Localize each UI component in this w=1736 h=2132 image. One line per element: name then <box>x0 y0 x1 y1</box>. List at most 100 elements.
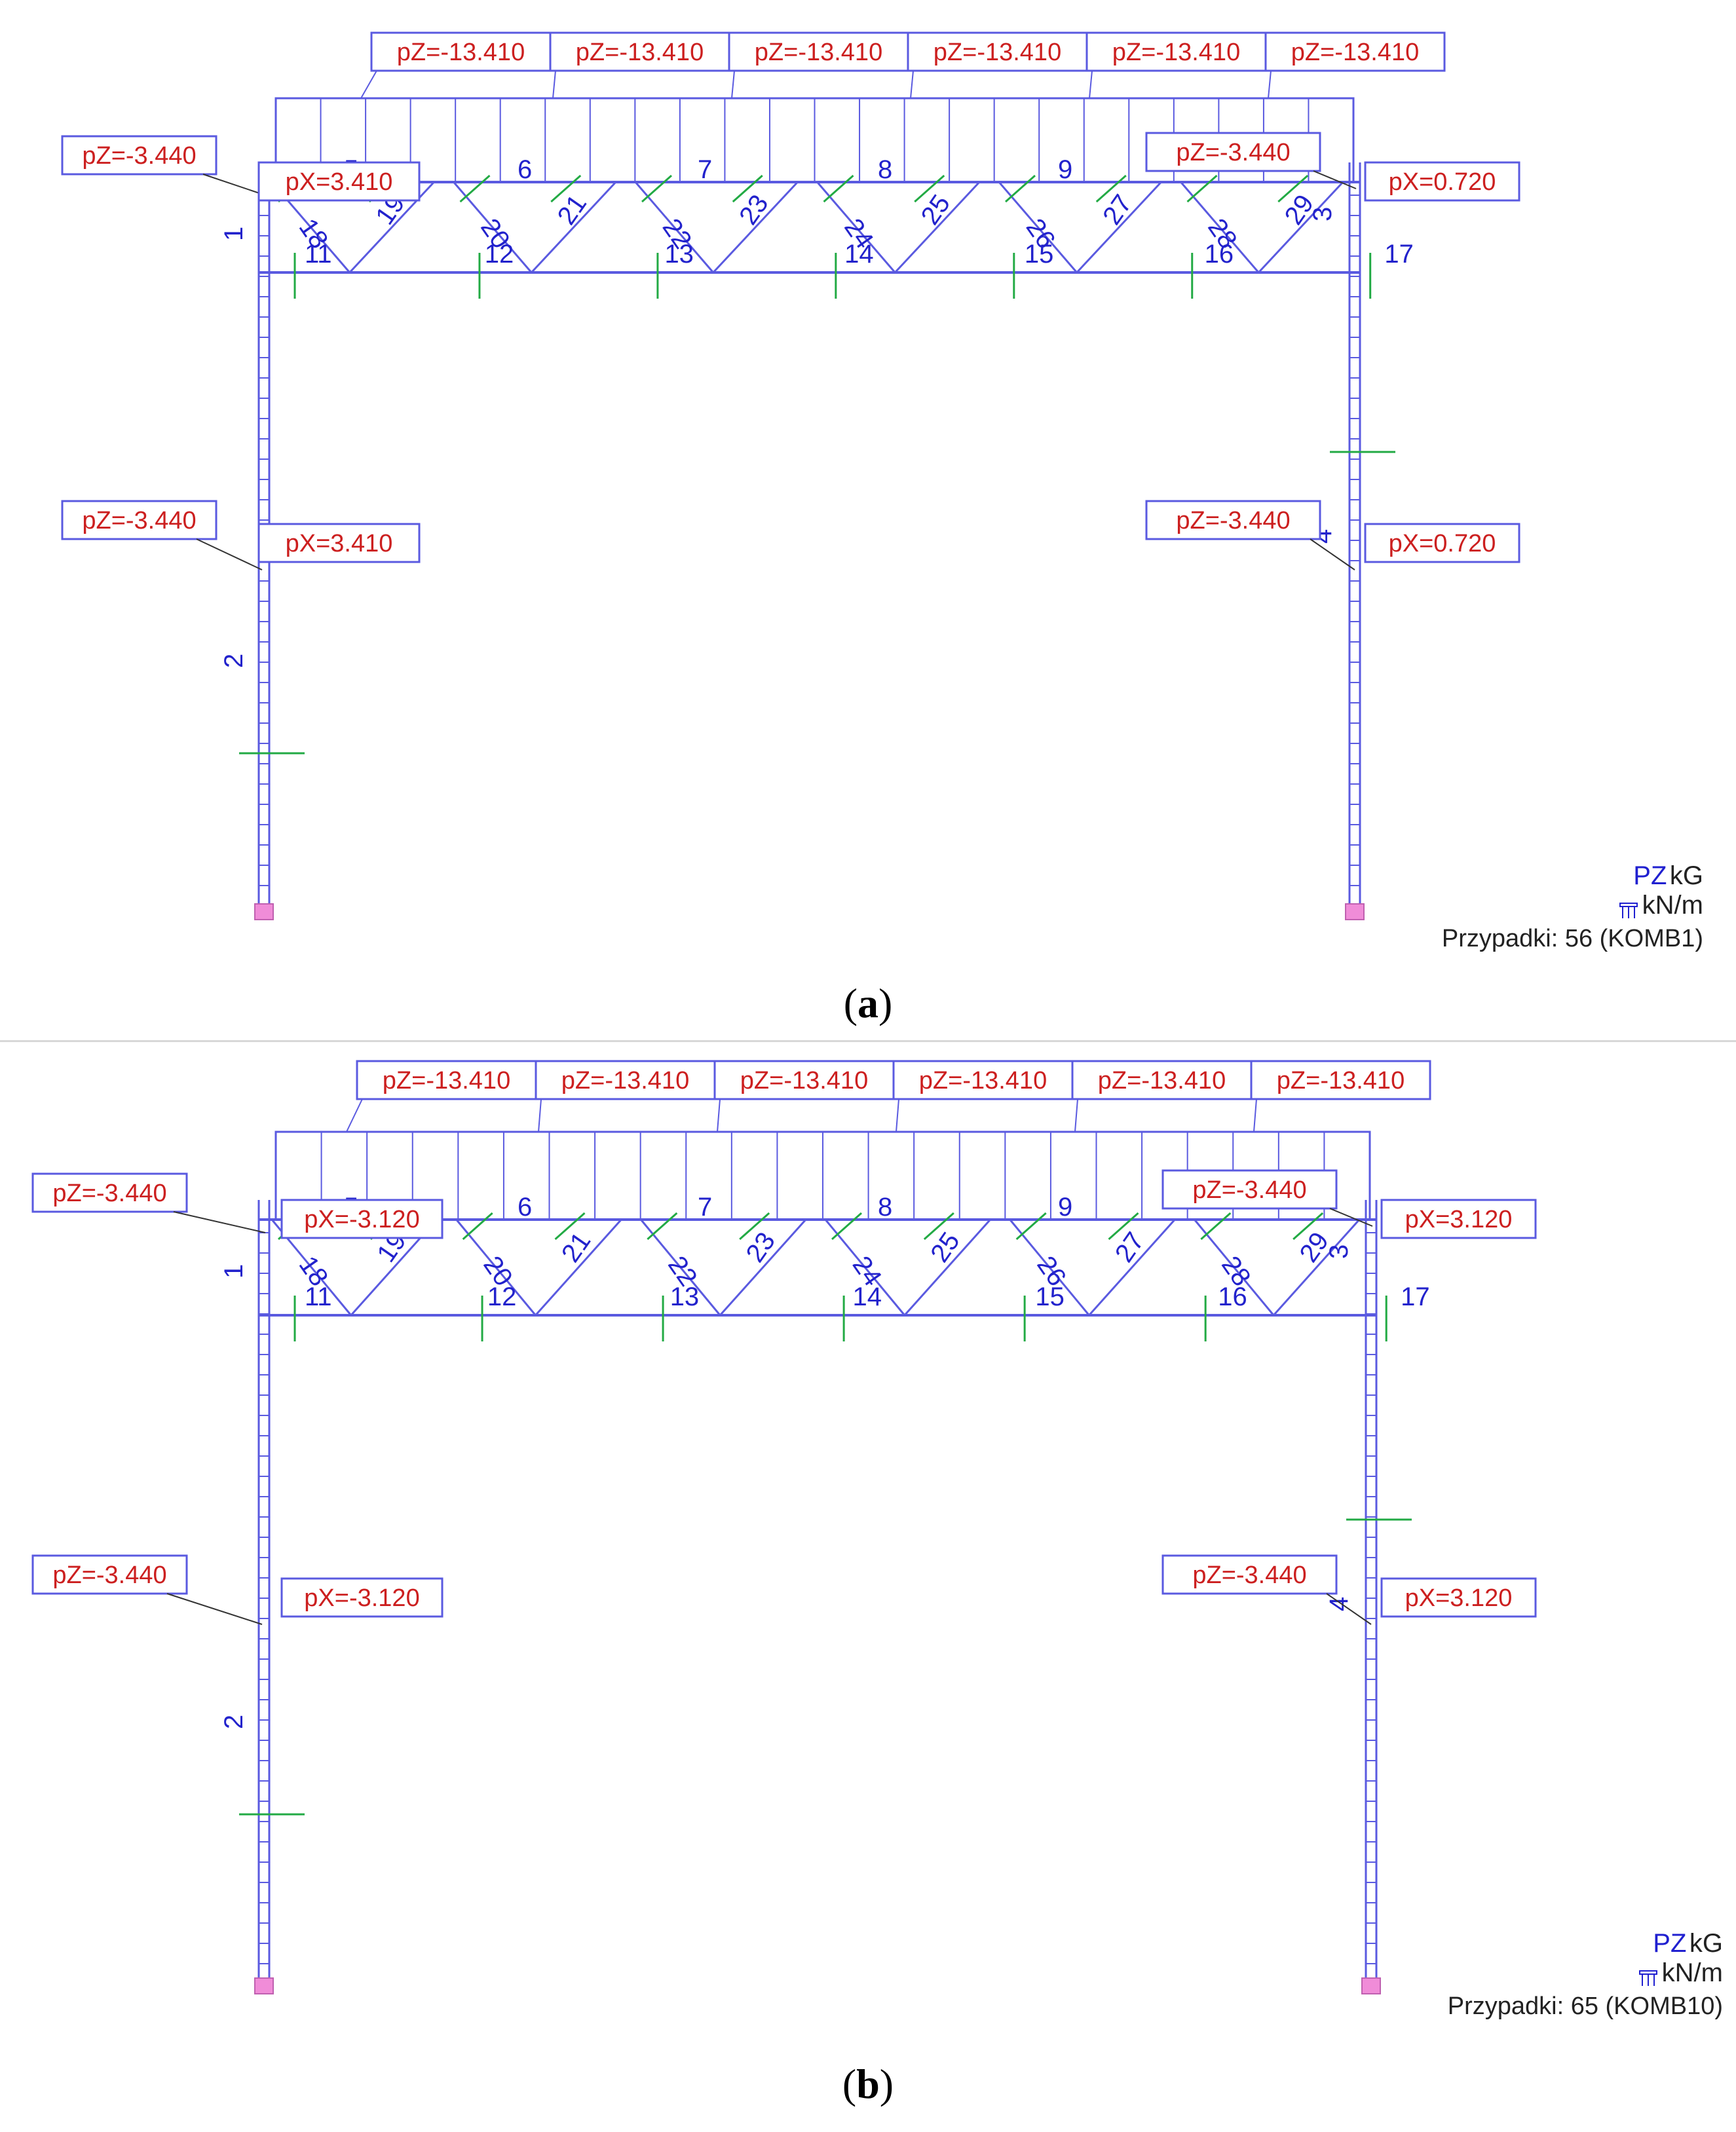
left-mid-px: pX=-3.120 <box>304 1584 419 1612</box>
leader-line <box>910 70 914 99</box>
marker <box>1015 1212 1047 1241</box>
left-top-px: pX=-3.120 <box>304 1206 419 1233</box>
left-mid-px-box <box>280 1577 443 1618</box>
right-top-pz: pZ=-3.440 <box>1192 1176 1306 1204</box>
left-top-pz-box <box>61 135 217 176</box>
top-load-label-box <box>892 1060 1074 1100</box>
top-load-label-box <box>370 31 552 72</box>
right-top-px: pX=0.720 <box>1389 168 1496 196</box>
top-load-label: pZ=-13.410 <box>383 1067 510 1094</box>
top-load-label-box <box>1085 31 1267 72</box>
node-label: 9 <box>1058 1193 1072 1222</box>
left-mid-pz: pZ=-3.440 <box>52 1562 166 1589</box>
caption-a: (a) <box>843 980 893 1026</box>
right-mid-px: pX=0.720 <box>1389 530 1496 557</box>
top-load-label-box <box>1250 1060 1431 1100</box>
node-label: 15 <box>1025 240 1054 269</box>
node-label: 1 <box>219 1264 248 1279</box>
left-mid-pz-box <box>31 1554 188 1595</box>
leader-line <box>346 1098 363 1132</box>
node-label: 2 <box>219 654 248 668</box>
leader-line <box>1253 1098 1257 1132</box>
marker <box>1095 174 1127 203</box>
right-mid-px: pX=3.120 <box>1405 1584 1513 1612</box>
marker <box>1186 174 1218 203</box>
right-mid-pz: pZ=-3.440 <box>1176 507 1290 534</box>
marker <box>923 1212 954 1241</box>
top-load-label-box <box>356 1060 537 1100</box>
node-label: 6 <box>518 1193 532 1222</box>
marker <box>641 174 672 203</box>
diagonal <box>531 181 617 274</box>
panel-separator <box>0 1040 1736 1042</box>
leader-line <box>1268 70 1272 99</box>
diagonal <box>894 181 981 274</box>
node-label: 14 <box>853 1282 882 1311</box>
support-icon <box>1345 903 1365 920</box>
node-label: 7 <box>698 1193 712 1222</box>
node-label: 12 <box>487 1282 517 1311</box>
right-top-pz-box <box>1145 132 1321 172</box>
left-top-px-box <box>280 1199 443 1239</box>
left-mid-px-box <box>257 523 421 563</box>
marker <box>1108 1212 1139 1241</box>
right-top-px: pX=3.120 <box>1405 1206 1513 1233</box>
legend-force-unit: kG <box>1669 861 1703 890</box>
left-top-pz-box <box>31 1172 188 1213</box>
legend-cases: Przypadki: 65 (KOMB10) <box>1447 1992 1723 2020</box>
node-label: 13 <box>664 240 693 269</box>
left-top-pz: pZ=-3.440 <box>52 1180 166 1207</box>
support-icon <box>254 903 274 920</box>
diagonal <box>1258 181 1344 274</box>
top-load-label: pZ=-13.410 <box>1098 1067 1226 1094</box>
node-label: 11 <box>305 1282 332 1311</box>
left-top-px-box <box>257 161 421 202</box>
leader-line <box>1329 1208 1373 1227</box>
leader-line <box>896 1098 899 1132</box>
legend-a: PZ kG kN/m Przypadki: 56 (KOMB1) <box>1310 861 1703 953</box>
node-label: 13 <box>670 1282 699 1311</box>
support-icon <box>254 1977 274 1994</box>
legend-b: PZ kG kN/m Przypadki: 65 (KOMB10) <box>1323 1929 1723 2021</box>
top-load-label: pZ=-13.410 <box>576 39 704 66</box>
marker <box>1005 174 1036 203</box>
legend-force-unit: kG <box>1689 1929 1723 1958</box>
distributed-load-icon <box>1638 1970 1657 1986</box>
diagonal <box>640 1219 721 1316</box>
diagonal <box>903 1218 991 1317</box>
top-load-label-box <box>728 31 909 72</box>
node-label: 14 <box>844 240 874 269</box>
diagonal <box>455 1219 537 1316</box>
leader-line <box>552 70 556 99</box>
diagonal <box>1076 181 1162 274</box>
marker <box>550 174 582 203</box>
node-label: 17 <box>1384 240 1414 269</box>
legend-cases: Przypadki: 56 (KOMB1) <box>1441 924 1703 952</box>
node-label: 17 <box>1401 1282 1430 1311</box>
top-load-label-box <box>907 31 1088 72</box>
right-mid-pz: pZ=-3.440 <box>1192 1562 1306 1589</box>
diagonal <box>1194 1219 1275 1316</box>
marker <box>554 1212 586 1241</box>
node-label: 16 <box>1205 240 1234 269</box>
diagonal <box>1009 1219 1090 1316</box>
left-mid-pz-box <box>61 500 217 540</box>
leader-line <box>202 174 266 196</box>
leader-line <box>196 538 263 570</box>
legend-pz: PZ <box>1653 1929 1687 1958</box>
node-label: 9 <box>1058 155 1072 184</box>
diagonal <box>1088 1218 1176 1317</box>
leader-line <box>166 1593 263 1625</box>
right-top-pz: pZ=-3.440 <box>1176 139 1290 166</box>
node-label: 11 <box>305 240 332 269</box>
leader-line <box>1089 70 1093 99</box>
marker <box>1200 1212 1232 1241</box>
marker <box>739 1212 770 1241</box>
right-mid-px-box <box>1364 523 1520 563</box>
top-load-label: pZ=-13.410 <box>397 39 525 66</box>
top-load-label-box <box>713 1060 895 1100</box>
node-label: 12 <box>485 240 514 269</box>
leader-line <box>1310 538 1355 570</box>
diagonal <box>719 1218 807 1317</box>
